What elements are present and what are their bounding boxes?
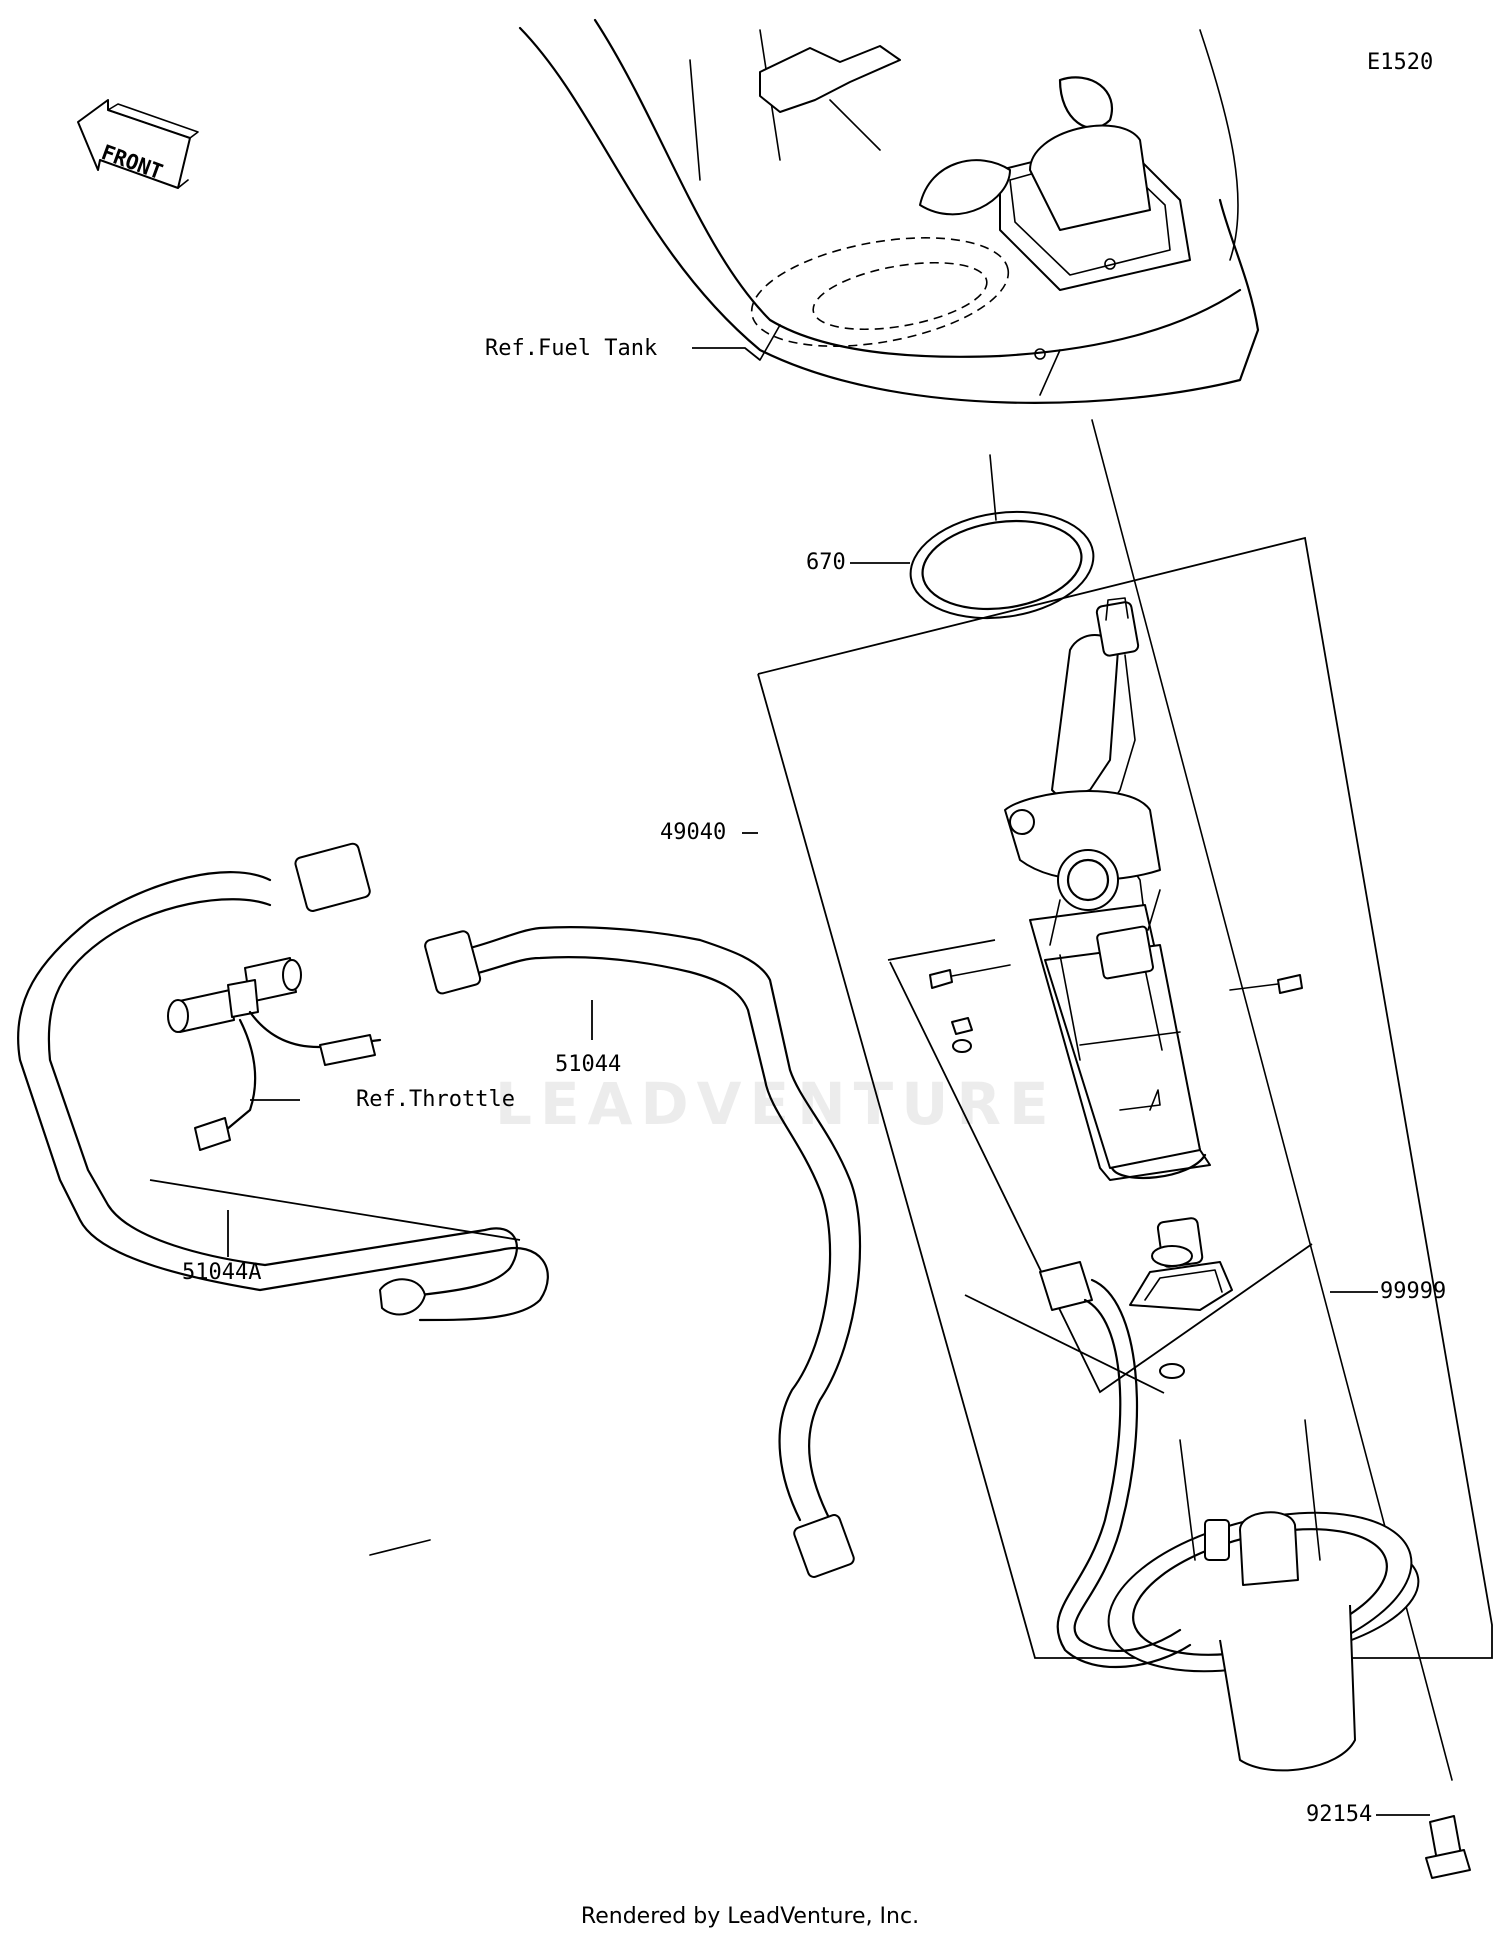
fuel-pump-assembly <box>1004 597 1211 1181</box>
fuel-filter-99999 <box>1129 1217 1233 1379</box>
pump-wire-harness <box>1039 1261 1192 1669</box>
sub-box-pump <box>887 939 996 961</box>
leader-lines <box>227 347 1430 1816</box>
bolt-92154 <box>1425 1815 1471 1879</box>
footer-credit: Rendered by LeadVenture, Inc. <box>580 1904 920 1929</box>
pump-base-flange <box>1107 1419 1420 1772</box>
label-51044a[interactable]: 51044A <box>182 1260 262 1285</box>
label-49040[interactable]: 49040 <box>660 820 727 845</box>
label-99999[interactable]: 99999 <box>1380 1279 1447 1304</box>
label-ref-fuel-tank[interactable]: Ref.Fuel Tank <box>485 336 658 361</box>
fuel-hose-51044a <box>17 842 549 1322</box>
label-92154[interactable]: 92154 <box>1306 1802 1373 1827</box>
pump-fasteners <box>929 964 1303 1053</box>
front-arrow-icon: FRONT <box>77 99 199 189</box>
sub-box-filter <box>889 961 1313 1394</box>
assembly-boundary-49040 <box>757 536 1493 1659</box>
fuel-tank-outline <box>518 18 1260 404</box>
watermark: LEADVENTURE <box>495 1070 1057 1138</box>
fuel-hose-51044 <box>369 926 862 1578</box>
sub-box-99999 <box>964 1294 1165 1394</box>
o-ring-670 <box>909 454 1095 620</box>
label-51044[interactable]: 51044 <box>555 1052 622 1077</box>
throttle-t-fitting <box>167 957 382 1151</box>
label-670[interactable]: 670 <box>806 550 846 575</box>
diagram-code: E1520 <box>1367 50 1434 75</box>
label-ref-throttle[interactable]: Ref.Throttle <box>356 1087 515 1112</box>
